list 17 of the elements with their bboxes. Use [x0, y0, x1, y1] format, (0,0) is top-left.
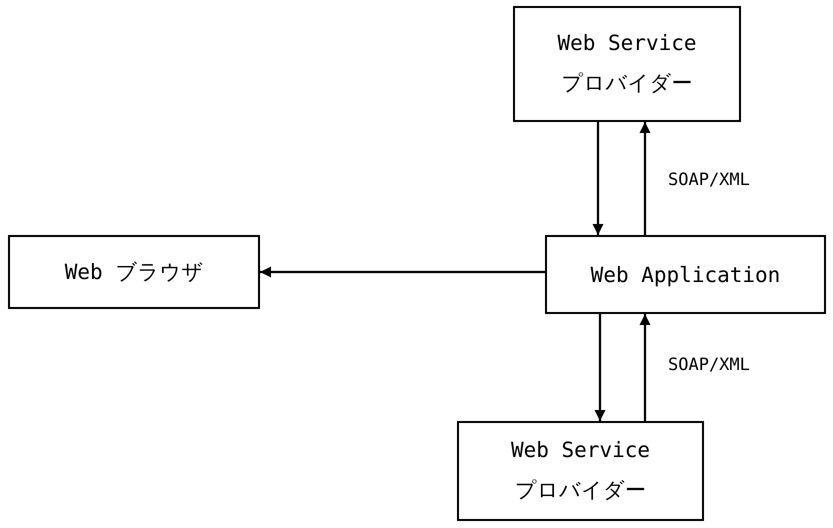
- process-box: [545, 235, 826, 314]
- node-text: プロバイダー: [515, 477, 646, 504]
- arrow: [594, 314, 606, 421]
- edge-label: SOAP/XML: [668, 355, 750, 375]
- arrow: [640, 314, 650, 421]
- node-text: プロバイダー: [562, 70, 692, 97]
- node-text: Web Application: [590, 262, 780, 286]
- node-text: Web Service: [510, 438, 650, 462]
- process-box: [513, 6, 741, 122]
- edge-label: SOAP/XML: [668, 170, 750, 190]
- process-box: [8, 235, 260, 309]
- process-box: [457, 421, 704, 521]
- arrow: [640, 122, 650, 235]
- node-text: Web ブラウザ: [64, 259, 204, 286]
- arrow: [260, 266, 545, 278]
- arrow: [592, 122, 604, 235]
- node-text: Web Service: [557, 31, 697, 55]
